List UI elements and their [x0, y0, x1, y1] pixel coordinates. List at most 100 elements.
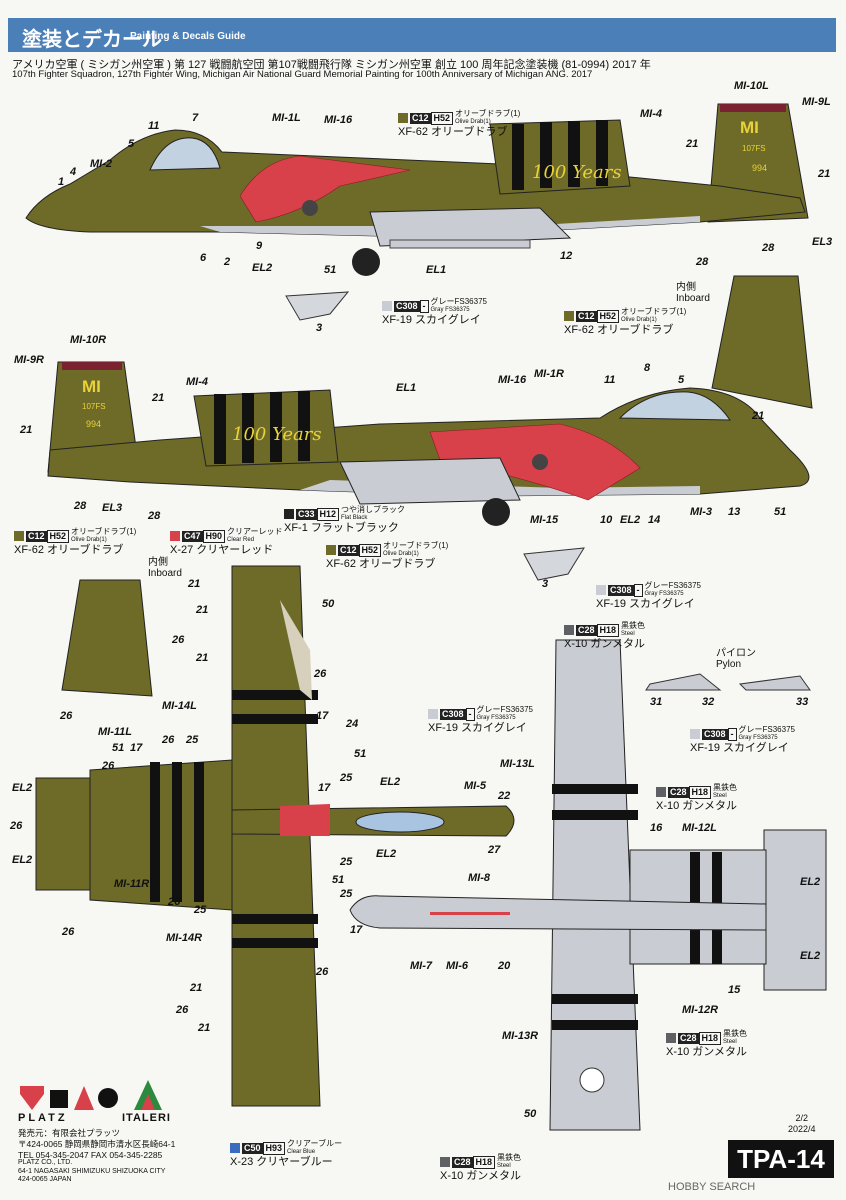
lbl-tv-21e: 21 [198, 1022, 211, 1034]
lbl-bv-31: 31 [650, 696, 663, 708]
lbl-12: 12 [560, 250, 573, 262]
lbl-mi3: MI-3 [690, 506, 712, 518]
anniversary-right: 100 Years [232, 424, 322, 445]
lbl-3b: 3 [542, 578, 549, 590]
tail-mi-right: MI [82, 377, 101, 396]
lbl-el2a: EL2 [252, 262, 273, 274]
lbl-bv-32: 32 [702, 696, 715, 708]
lbl-51b: 51 [774, 506, 787, 518]
lbl-51a: 51 [324, 264, 337, 276]
swatch-icon [564, 311, 574, 321]
swatch-icon [230, 1143, 240, 1153]
lbl-tv-mi14l: MI-14L [162, 700, 197, 712]
swatch-icon [690, 729, 700, 739]
lbl-tv-17d: 17 [350, 924, 363, 936]
lbl-tv-25b: 25 [340, 772, 353, 784]
lbl-bv-mi7: MI-7 [410, 960, 432, 972]
lbl-3a: 3 [316, 322, 323, 334]
lbl-mi1r: MI-1R [534, 368, 564, 380]
lbl-mi4b: MI-4 [186, 376, 208, 388]
lbl-6: 6 [200, 252, 207, 264]
lbl-bv-16: 16 [650, 822, 663, 834]
page-number: 2/2 2022/4 [788, 1113, 816, 1134]
lbl-tv-17b: 17 [130, 742, 143, 754]
pylon-31-32 [645, 673, 722, 691]
swatch-icon [382, 301, 392, 311]
lbl-bv-50: 50 [524, 1108, 537, 1120]
lbl-tv-26f: 26 [10, 820, 23, 832]
lbl-bv-mi13r: MI-13R [502, 1030, 539, 1042]
lbl-bv-el2b: EL2 [800, 950, 821, 962]
lbl-el1a: EL1 [426, 264, 447, 276]
lbl-mi9l: MI-9L [802, 96, 831, 108]
swatch-icon [14, 531, 24, 541]
lbl-28c: 28 [74, 500, 87, 512]
lbl-bv-el2a: EL2 [800, 876, 821, 888]
lbl-tv-25d: 25 [340, 888, 353, 900]
side-view-left: MI 107FS 994 100 Years [25, 103, 809, 276]
swatch-icon [428, 709, 438, 719]
lbl-tv-26e: 26 [102, 760, 115, 772]
tail-squadron-right: 107FS [82, 402, 106, 411]
lbl-el1b: EL1 [396, 382, 417, 394]
lbl-28d: 28 [148, 510, 161, 522]
subtitle-jp: アメリカ空軍 ( ミシガン州空軍 ) 第 127 戦闘航空団 第107戦闘飛行隊… [12, 59, 651, 71]
lbl-28b: 28 [762, 242, 775, 254]
lbl-5: 5 [128, 138, 135, 150]
lbl-mi2: MI-2 [90, 158, 112, 170]
lbl-bv-mi8: MI-8 [468, 872, 490, 884]
lbl-mi10r: MI-10R [70, 334, 107, 346]
lbl-tv-51b: 51 [354, 748, 367, 760]
lbl-tv-17a: 17 [316, 710, 329, 722]
lbl-bv-mi13l: MI-13L [500, 758, 535, 770]
guide-header: 塗装とデカール Painting & Decals Guide [8, 18, 836, 52]
lbl-tv-26i: 26 [316, 966, 329, 978]
lbl-tv-26h: 26 [62, 926, 75, 938]
side-view-right: MI 107FS 994 100 Years [47, 361, 810, 526]
swatch-icon [170, 531, 180, 541]
tail-serial-right: 994 [86, 419, 101, 429]
bottom-view [349, 639, 827, 1131]
lbl-tv-25a: 25 [186, 734, 199, 746]
lbl-tv-mi11l: MI-11L [98, 726, 133, 738]
lbl-mi10l: MI-10L [734, 80, 769, 92]
fin-inboard-left [61, 579, 153, 697]
lbl-10: 10 [600, 514, 613, 526]
lbl-21d: 21 [20, 424, 33, 436]
lbl-13: 13 [728, 506, 741, 518]
swatch-icon [564, 625, 574, 635]
lbl-mi1l: MI-1L [272, 112, 301, 124]
anniversary-left: 100 Years [532, 162, 622, 183]
swatch-icon [666, 1033, 676, 1043]
lbl-tv-50: 50 [322, 598, 335, 610]
lbl-5b: 5 [678, 374, 685, 386]
lbl-8: 8 [644, 362, 651, 374]
lbl-tv-26b: 26 [314, 668, 327, 680]
swatch-icon [284, 509, 294, 519]
swatch-icon [440, 1157, 450, 1167]
tail-squadron-left: 107FS [742, 144, 766, 153]
lbl-mi16b: MI-16 [498, 374, 527, 386]
product-code: TPA-14 [728, 1140, 834, 1178]
lbl-tv-27: 27 [488, 844, 501, 856]
lbl-9: 9 [256, 240, 263, 252]
lbl-tv-26c: 26 [60, 710, 73, 722]
lbl-21a: 21 [686, 138, 699, 150]
top-view [35, 565, 515, 1107]
lbl-14: 14 [648, 514, 661, 526]
lbl-tv-22: 22 [498, 790, 511, 802]
lbl-bv-mi12r: MI-12R [682, 1004, 719, 1016]
lbl-tv-21a: 21 [188, 578, 201, 590]
brand-platz: PLATZ [18, 1112, 68, 1124]
lbl-mi9r: MI-9R [14, 354, 44, 366]
swatch-icon [596, 585, 606, 595]
lbl-bv-mi6: MI-6 [446, 960, 468, 972]
lbl-7: 7 [192, 112, 199, 124]
